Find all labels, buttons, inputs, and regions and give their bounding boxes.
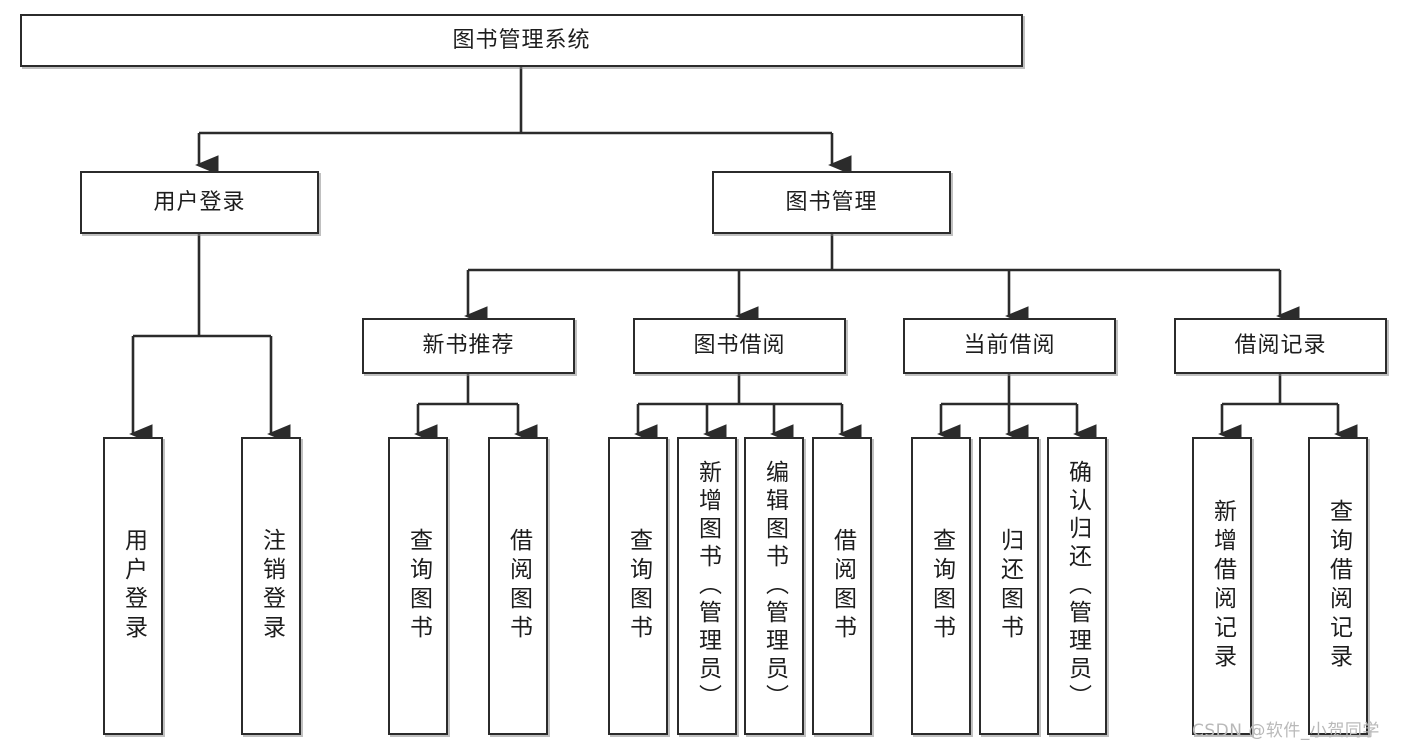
node-book-management[interactable]: 图书管理: [712, 171, 951, 234]
leaf-user-login-signout[interactable]: 注销登录: [241, 437, 301, 735]
leaf-records-query-record-label: 查询借阅记录: [1325, 499, 1352, 673]
leaf-borrow-add-book-admin-label: 新增图书（管理员）: [694, 460, 721, 712]
leaf-new-book-borrow[interactable]: 借阅图书: [488, 437, 548, 735]
leaf-borrow-query-book[interactable]: 查询图书: [608, 437, 668, 735]
node-borrow-records[interactable]: 借阅记录: [1174, 318, 1387, 374]
leaf-borrow-edit-book-admin-label: 编辑图书（管理员）: [761, 460, 788, 712]
leaf-current-return-book-label: 归还图书: [996, 528, 1023, 644]
node-current-borrow-label: 当前借阅: [963, 333, 1056, 359]
node-current-borrow[interactable]: 当前借阅: [903, 318, 1116, 374]
node-user-login-label: 用户登录: [153, 189, 246, 215]
leaf-records-add-record-label: 新增借阅记录: [1209, 499, 1236, 673]
node-borrow-records-label: 借阅记录: [1234, 333, 1327, 359]
leaf-records-query-record[interactable]: 查询借阅记录: [1308, 437, 1368, 735]
leaf-borrow-add-book-admin[interactable]: 新增图书（管理员）: [677, 437, 737, 735]
leaf-new-book-query[interactable]: 查询图书: [388, 437, 448, 735]
node-book-borrow-label: 图书借阅: [693, 333, 786, 359]
leaf-user-login-signout-label: 注销登录: [258, 528, 285, 644]
node-new-book-recommend-label: 新书推荐: [422, 333, 515, 359]
leaf-current-query-book-label: 查询图书: [928, 528, 955, 644]
node-user-login[interactable]: 用户登录: [80, 171, 319, 234]
node-new-book-recommend[interactable]: 新书推荐: [362, 318, 575, 374]
node-root[interactable]: 图书管理系统: [20, 14, 1023, 67]
leaf-borrow-borrow-book-label: 借阅图书: [829, 528, 856, 644]
leaf-user-login-signin-label: 用户登录: [120, 528, 147, 644]
node-book-borrow[interactable]: 图书借阅: [633, 318, 846, 374]
leaf-borrow-edit-book-admin[interactable]: 编辑图书（管理员）: [744, 437, 804, 735]
leaf-new-book-query-label: 查询图书: [405, 528, 432, 644]
leaf-user-login-signin[interactable]: 用户登录: [103, 437, 163, 735]
leaf-current-query-book[interactable]: 查询图书: [911, 437, 971, 735]
leaf-borrow-query-book-label: 查询图书: [625, 528, 652, 644]
leaf-current-confirm-return-admin-label: 确认归还（管理员）: [1064, 460, 1091, 712]
node-root-label: 图书管理系统: [452, 27, 591, 53]
leaf-records-add-record[interactable]: 新增借阅记录: [1192, 437, 1252, 735]
leaf-borrow-borrow-book[interactable]: 借阅图书: [812, 437, 872, 735]
leaf-current-return-book[interactable]: 归还图书: [979, 437, 1039, 735]
watermark-text: CSDN @软件_小贺同学: [1192, 721, 1380, 741]
leaf-new-book-borrow-label: 借阅图书: [505, 528, 532, 644]
leaf-current-confirm-return-admin[interactable]: 确认归还（管理员）: [1047, 437, 1107, 735]
node-book-management-label: 图书管理: [785, 189, 878, 215]
